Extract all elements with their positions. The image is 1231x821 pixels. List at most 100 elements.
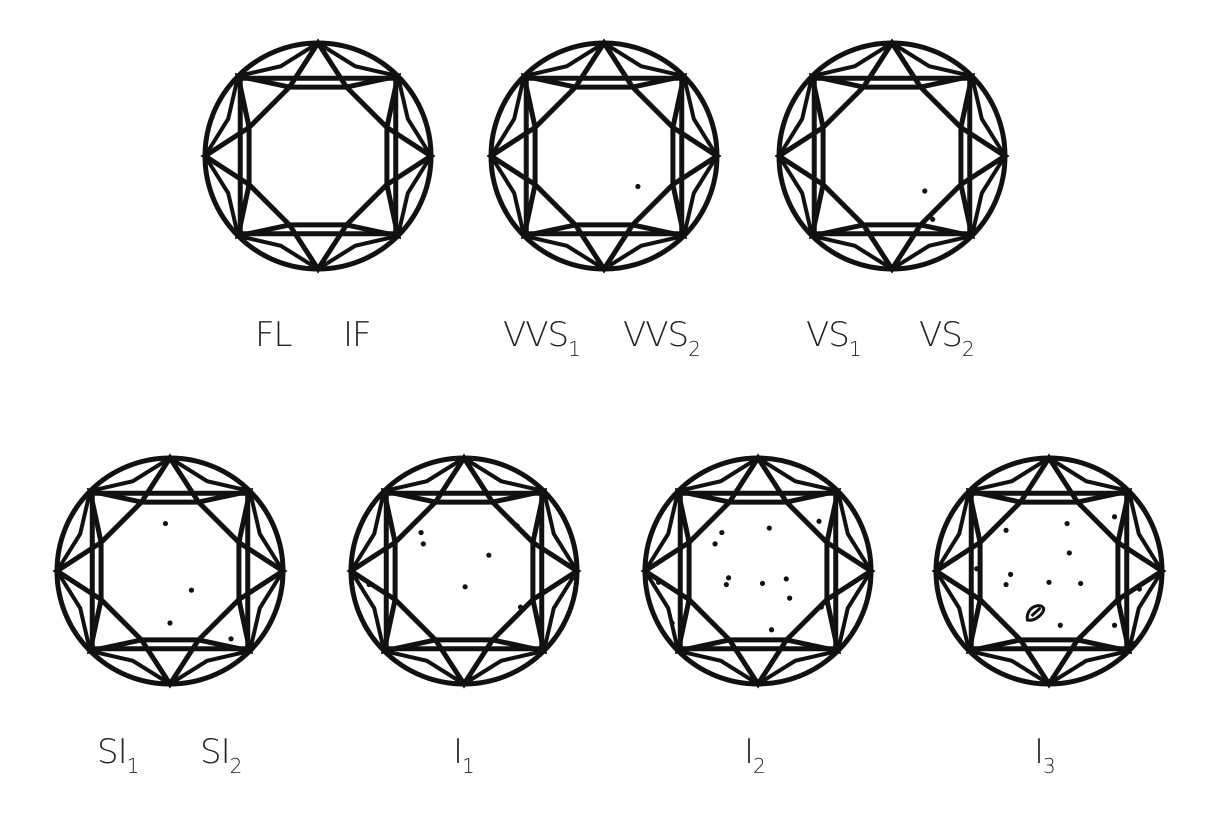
upper-girdle-facet — [934, 490, 972, 573]
kite-facet — [198, 599, 254, 655]
inclusion-dot — [766, 525, 772, 531]
inclusion-dot — [719, 529, 725, 536]
inclusion-dot — [162, 520, 169, 527]
upper-girdle-facet — [316, 233, 399, 271]
upper-girdle-facet — [643, 569, 681, 652]
diamond-vs — [774, 38, 1010, 274]
inclusion-dot — [1136, 586, 1142, 592]
label-i1: I1 — [453, 732, 475, 778]
upper-girdle-facet — [462, 648, 545, 686]
upper-girdle-facet — [168, 456, 251, 494]
kite-facet — [86, 599, 142, 655]
upper-girdle-facet — [55, 490, 93, 573]
kite-facet — [520, 72, 576, 128]
kite-facet — [198, 487, 254, 543]
upper-girdle-facet — [968, 648, 1051, 686]
kite-facet — [346, 184, 402, 240]
diamond-i3 — [931, 453, 1167, 689]
upper-girdle-facet — [168, 648, 251, 686]
kite-facet — [234, 184, 290, 240]
inclusion-dot — [1007, 571, 1014, 577]
inclusion-dot — [783, 576, 789, 582]
kite-facet — [1077, 487, 1133, 543]
inclusion-dot — [1078, 580, 1084, 587]
table-facet — [820, 84, 964, 228]
upper-girdle-facet — [756, 456, 839, 494]
label-si1: SI1 — [97, 732, 140, 778]
upper-girdle-facet — [489, 75, 527, 158]
inclusion-dot — [167, 620, 173, 626]
upper-girdle-facet — [602, 233, 685, 271]
inclusion-dot — [228, 636, 234, 642]
upper-girdle-facet — [811, 233, 894, 271]
kite-facet — [965, 487, 1021, 543]
inclusion-dot — [759, 580, 766, 587]
inclusion-dot — [1046, 579, 1052, 585]
inclusion-dot — [462, 584, 468, 590]
upper-girdle-facet — [1126, 490, 1164, 573]
upper-girdle-facet — [777, 75, 815, 158]
inclusion-dot — [1111, 514, 1118, 520]
upper-girdle-facet — [523, 233, 606, 271]
upper-girdle-facet — [811, 41, 894, 79]
inclusion-dot — [1003, 581, 1009, 588]
upper-girdle-facet — [237, 41, 320, 79]
inclusion-dot — [768, 627, 775, 633]
upper-girdle-facet — [1126, 569, 1164, 652]
table-facet — [977, 499, 1121, 643]
inclusion-dot — [418, 529, 424, 536]
upper-girdle-facet — [681, 75, 719, 158]
diamond-i1 — [346, 453, 582, 689]
inclusion-dot — [188, 587, 195, 593]
upper-girdle-facet — [969, 75, 1007, 158]
inclusion-dot — [818, 604, 824, 610]
upper-girdle-facet — [1047, 456, 1130, 494]
upper-girdle-facet — [969, 154, 1007, 237]
upper-girdle-facet — [835, 490, 873, 573]
kite-square-frame — [811, 75, 973, 237]
kite-facet — [1077, 599, 1133, 655]
upper-girdle-facet — [247, 569, 285, 652]
upper-girdle-facet — [1047, 648, 1130, 686]
kite-facet — [492, 487, 548, 543]
diamond-i2 — [640, 453, 876, 689]
label-i3: I3 — [1034, 732, 1056, 778]
upper-girdle-facet — [395, 154, 433, 237]
inclusion-dot — [1066, 550, 1072, 556]
upper-girdle-facet — [89, 648, 172, 686]
kite-facet — [786, 487, 842, 543]
label-vs1: VS1 — [806, 315, 862, 361]
kite-facet — [346, 72, 402, 128]
label-vvs2: VVS2 — [623, 315, 701, 361]
upper-girdle-facet — [934, 569, 972, 652]
kite-square-frame — [237, 75, 399, 237]
inclusion-dot — [974, 566, 980, 572]
feather-inclusion — [1025, 604, 1046, 622]
upper-girdle-facet — [489, 154, 527, 237]
inclusion-dot — [514, 523, 520, 529]
upper-girdle-facet — [602, 41, 685, 79]
inclusion-dot — [723, 581, 729, 588]
inclusion-dot — [669, 620, 675, 626]
upper-girdle-facet — [349, 490, 387, 573]
kite-facet — [808, 72, 864, 128]
diamond-vvs — [486, 38, 722, 274]
kite-facet — [920, 72, 976, 128]
upper-girdle-facet — [247, 490, 285, 573]
table-facet — [246, 84, 390, 228]
table-facet — [392, 499, 536, 643]
inclusion-dot — [816, 518, 822, 524]
upper-girdle-facet — [677, 648, 760, 686]
upper-girdle-facet — [237, 233, 320, 271]
label-fl: FL — [255, 315, 292, 355]
upper-girdle-facet — [383, 648, 466, 686]
kite-square-frame — [523, 75, 685, 237]
inclusion-dot — [827, 647, 833, 653]
kite-facet — [786, 599, 842, 655]
kite-facet — [674, 599, 730, 655]
kite-facet — [632, 72, 688, 128]
upper-girdle-facet — [541, 569, 579, 652]
diamond-si — [52, 453, 288, 689]
